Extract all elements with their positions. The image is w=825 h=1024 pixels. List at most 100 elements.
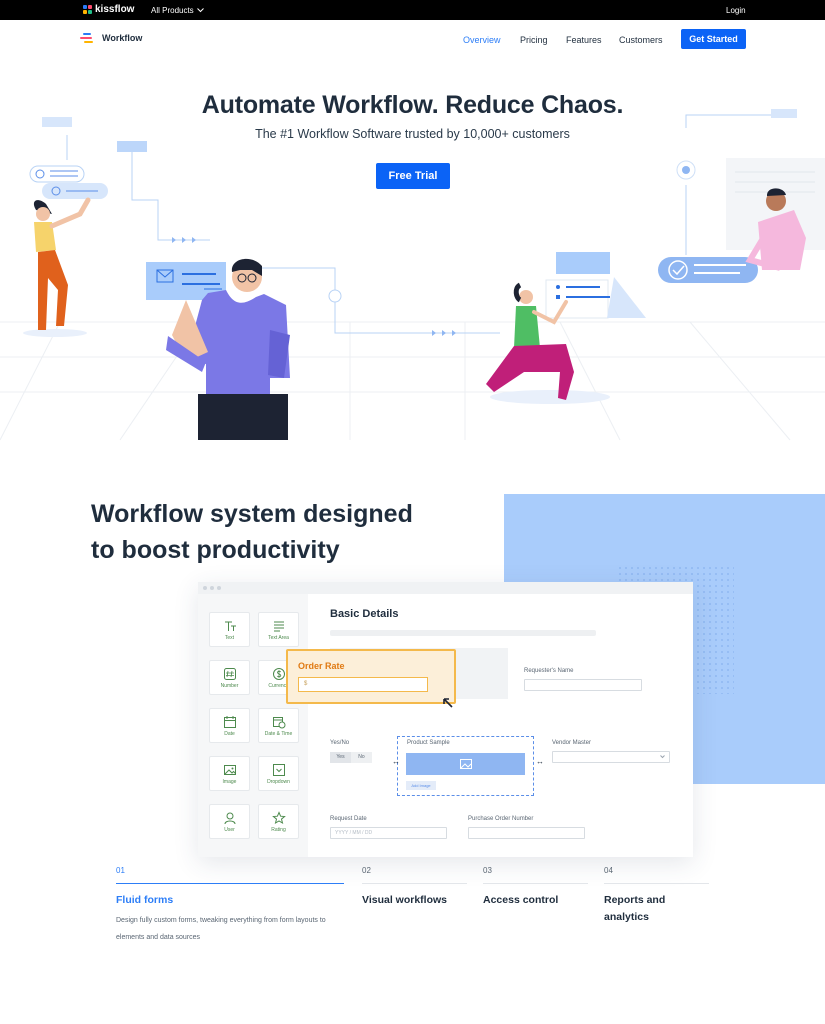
- number-field-icon: [223, 667, 236, 680]
- yes-option[interactable]: Yes: [330, 752, 351, 763]
- nav-link-pricing[interactable]: Pricing: [520, 35, 548, 45]
- chevron-down-icon: [660, 755, 665, 759]
- request-date-label: Request Date: [330, 816, 367, 822]
- section-title: Workflow system designed to boost produc…: [91, 496, 451, 568]
- request-date-input[interactable]: YYYY / MM / DD: [330, 827, 447, 839]
- product-sample-label: Product Sample: [407, 740, 450, 746]
- form-builder-mockup: Text Text Area Number Currency Date Date…: [198, 582, 693, 857]
- purchase-order-input[interactable]: [468, 827, 585, 839]
- feature-name: Access control: [483, 894, 559, 906]
- window-chrome: [198, 582, 693, 594]
- resize-right-icon[interactable]: ↔: [536, 757, 544, 766]
- palette-rating[interactable]: Rating: [258, 804, 299, 839]
- yes-no-toggle[interactable]: Yes No: [330, 752, 372, 763]
- workflow-logo[interactable]: Workflow: [80, 31, 142, 45]
- palette-dropdown-label: Dropdown: [267, 778, 290, 785]
- text-area-icon: [273, 621, 284, 631]
- feature-number: 04: [604, 866, 613, 875]
- feature-reports-analytics[interactable]: 04 Reports and analytics: [604, 866, 709, 923]
- resize-left-icon[interactable]: ↔: [392, 757, 400, 766]
- hero-illustration: [0, 109, 825, 441]
- top-bar: kissflow All Products Login: [0, 0, 825, 20]
- free-trial-button[interactable]: Free Trial: [376, 163, 450, 189]
- feature-name: Fluid forms: [116, 894, 174, 906]
- feature-rule: [116, 883, 344, 884]
- image-drop-zone[interactable]: [406, 753, 525, 775]
- feature-visual-workflows[interactable]: 02 Visual workflows: [362, 866, 467, 906]
- palette-date-time-label: Date & Time: [264, 730, 293, 737]
- all-products-label: All Products: [151, 6, 194, 15]
- form-title: Basic Details: [330, 608, 399, 620]
- workflow-logo-text: Workflow: [102, 33, 143, 43]
- nav-link-customers[interactable]: Customers: [619, 35, 663, 45]
- section-title-line2: to boost productivity: [91, 536, 340, 564]
- currency-field-icon: [272, 667, 285, 680]
- kissflow-brand[interactable]: kissflow: [83, 4, 134, 15]
- feature-fluid-forms[interactable]: 01 Fluid forms Design fully custom forms…: [116, 866, 344, 941]
- feature-number: 03: [483, 866, 492, 875]
- palette-currency-label: Currency: [268, 682, 289, 689]
- order-rate-card[interactable]: Order Rate $: [286, 649, 456, 704]
- main-nav: Workflow Overview Pricing Features Custo…: [0, 20, 825, 58]
- palette-rating-label: Rating: [271, 826, 286, 833]
- palette-date-time[interactable]: Date & Time: [258, 708, 299, 743]
- hero-subtitle: The #1 Workflow Software trusted by 10,0…: [255, 127, 570, 141]
- field-palette: Text Text Area Number Currency Date Date…: [198, 594, 308, 857]
- no-option[interactable]: No: [358, 754, 365, 760]
- nav-link-overview[interactable]: Overview: [463, 35, 501, 45]
- section-title-line1: Workflow system designed: [91, 500, 413, 528]
- feature-name: Reports and analytics: [604, 894, 666, 923]
- workflow-logo-icon: [80, 31, 94, 45]
- cursor-icon: [443, 698, 453, 708]
- image-placeholder-icon: [459, 759, 472, 769]
- calendar-icon: [223, 715, 236, 728]
- user-icon: [224, 812, 235, 824]
- add-image-button[interactable]: Add Image: [406, 781, 436, 790]
- vendor-master-label: Vendor Master: [552, 740, 592, 746]
- feature-number: 01: [116, 866, 125, 875]
- palette-number-label: Number: [220, 682, 239, 689]
- palette-date-label: Date: [224, 730, 235, 737]
- feature-rule: [604, 883, 709, 884]
- feature-name: Visual workflows: [362, 894, 447, 906]
- brand-name: kissflow: [95, 4, 135, 15]
- palette-user[interactable]: User: [209, 804, 250, 839]
- palette-text-area-label: Text Area: [268, 634, 289, 641]
- get-started-button[interactable]: Get Started: [681, 29, 746, 49]
- palette-user-label: User: [224, 826, 235, 833]
- purchase-order-label: Purchase Order Number: [468, 816, 534, 822]
- kissflow-logo-icon: [83, 5, 92, 14]
- nav-link-features[interactable]: Features: [566, 35, 602, 45]
- order-rate-input[interactable]: $: [298, 677, 428, 692]
- star-icon: [271, 810, 286, 824]
- form-title-underline: [330, 630, 596, 636]
- feature-access-control[interactable]: 03 Access control: [483, 866, 588, 906]
- text-field-icon: [224, 621, 236, 631]
- image-icon: [223, 764, 236, 775]
- form-canvas: Basic Details Requester's Name Yes/No Ye…: [308, 594, 693, 857]
- login-link[interactable]: Login: [726, 6, 746, 15]
- chevron-down-icon: [196, 8, 204, 13]
- palette-text-area[interactable]: Text Area: [258, 612, 299, 647]
- palette-text-label: Text: [224, 634, 235, 641]
- palette-dropdown[interactable]: Dropdown: [258, 756, 299, 791]
- palette-date[interactable]: Date: [209, 708, 250, 743]
- palette-number[interactable]: Number: [209, 660, 250, 695]
- yes-no-label: Yes/No: [330, 740, 350, 746]
- requester-input[interactable]: [524, 679, 642, 691]
- calendar-clock-icon: [272, 716, 285, 728]
- product-sample-field[interactable]: Product Sample Add Image: [397, 736, 534, 796]
- hero-title: Automate Workflow. Reduce Chaos.: [201, 91, 624, 119]
- order-rate-title: Order Rate: [298, 661, 345, 671]
- palette-image[interactable]: Image: [209, 756, 250, 791]
- vendor-master-select[interactable]: [552, 751, 670, 763]
- feature-rule: [362, 883, 467, 884]
- feature-description: Design fully custom forms, tweaking ever…: [116, 917, 326, 941]
- feature-rule: [483, 883, 588, 884]
- feature-number: 02: [362, 866, 371, 875]
- all-products-dropdown[interactable]: All Products: [151, 6, 204, 15]
- requester-label: Requester's Name: [524, 668, 574, 674]
- palette-text[interactable]: Text: [209, 612, 250, 647]
- palette-image-label: Image: [222, 778, 237, 785]
- dropdown-icon: [272, 763, 285, 776]
